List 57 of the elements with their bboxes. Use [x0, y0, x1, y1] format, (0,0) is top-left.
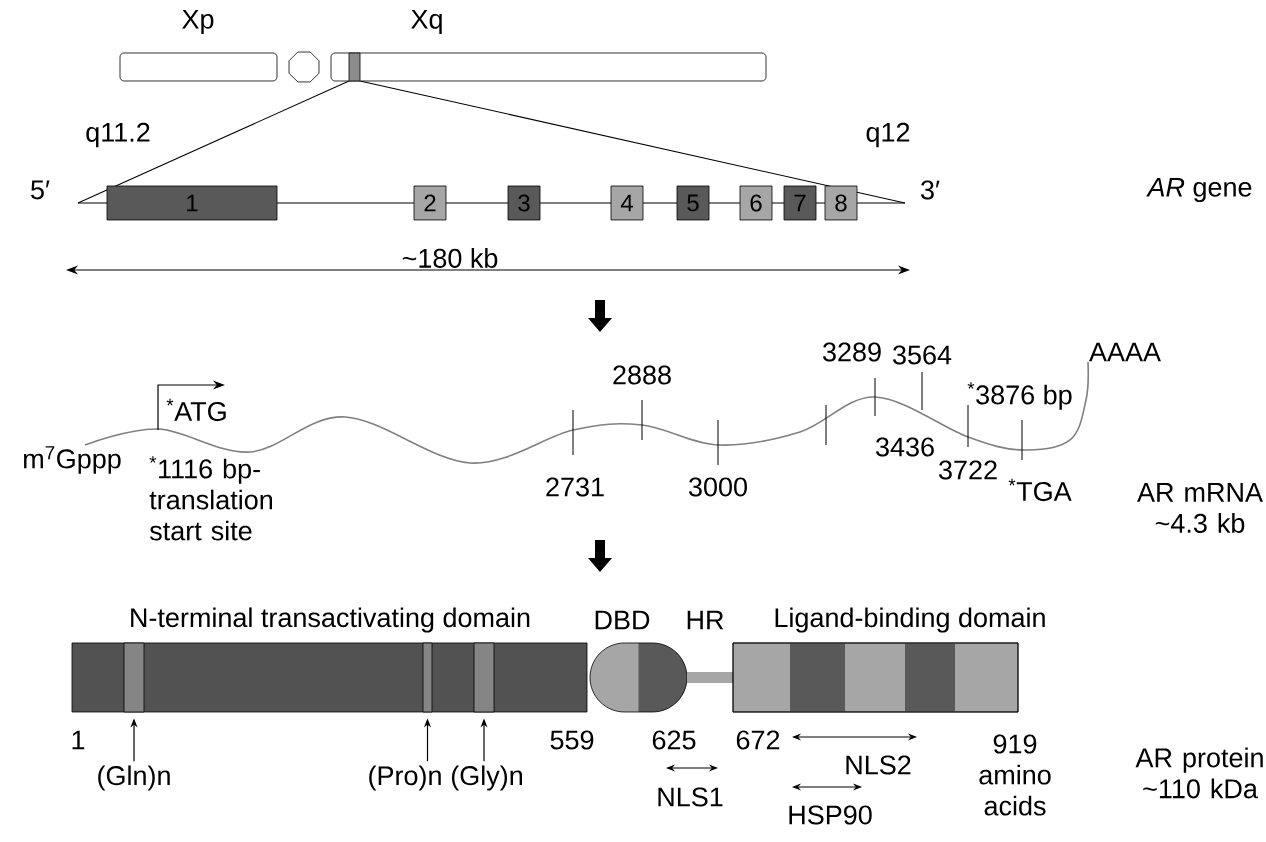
- exon-box: 5: [676, 185, 710, 221]
- residue-number: 559: [550, 730, 594, 750]
- protein-label: AR protein ~110 kDa: [1135, 747, 1263, 799]
- repeat-band: [123, 642, 145, 713]
- band-bar: [348, 52, 361, 82]
- exon-box: 6: [739, 185, 773, 221]
- repeat-label: (Gly)n: [451, 765, 522, 791]
- hinge-bar: HR: [687, 610, 733, 683]
- node-label: DBD: [595, 610, 650, 630]
- repeat-label: (Gln)n: [98, 765, 170, 791]
- node-label: Xp: [182, 9, 214, 35]
- length-label: ~180 kb: [402, 248, 498, 268]
- residue-number: 625: [652, 730, 696, 750]
- exon-box: 2: [413, 185, 447, 221]
- end-label: 3′: [921, 180, 940, 200]
- start-site-label: $^{*}$1116 bp-translation start site: [149, 456, 272, 541]
- repeat-label: (Pro)n: [369, 765, 441, 791]
- exon-box: 3: [507, 185, 541, 221]
- residue-number: 1: [72, 730, 85, 750]
- mrna-label: AR mRNA ~4.3 kb: [1137, 483, 1263, 533]
- residue-number: 919 amino acids: [979, 734, 1051, 816]
- repeat-band: [422, 642, 433, 713]
- position-label: 2888: [613, 365, 671, 385]
- exon-box: 4: [610, 185, 644, 221]
- nls-label: NLS1: [658, 787, 723, 807]
- poly-a-label: AAAA: [1089, 342, 1161, 362]
- domain-box: N-terminal transactivating domain: [71, 607, 588, 713]
- exon-box: 8: [824, 185, 858, 221]
- node-label: Ligand-binding domain: [775, 607, 1045, 633]
- chromosome-arm: Xq: [330, 9, 767, 82]
- node-label: N-terminal transactivating domain: [131, 607, 530, 633]
- stop-codon-label: $^{*}$TGA: [1008, 478, 1072, 502]
- end-label: 5′: [31, 180, 50, 200]
- position-label: $^{*}$3876 bp: [967, 382, 1072, 410]
- binding-label: HSP90: [789, 805, 872, 825]
- band-label: q11.2: [86, 122, 150, 148]
- cap-label: m$^{7}$Gppp: [24, 446, 121, 474]
- start-codon-label: $^{*}$ATG: [166, 398, 226, 422]
- band-label: q12: [866, 122, 910, 148]
- residue-number: 672: [736, 730, 780, 750]
- position-label: 3289: [823, 342, 881, 362]
- position-label: 2731: [546, 477, 604, 497]
- centromere-octagon: [288, 51, 320, 83]
- nls-label: NLS2: [846, 755, 911, 775]
- position-label: 3000: [689, 477, 747, 497]
- position-label: 3436: [876, 437, 934, 457]
- position-label: 3564: [893, 345, 952, 365]
- domain-box: Ligand-binding domain: [732, 607, 1045, 713]
- chromosome-arm: Xp: [119, 9, 278, 82]
- exon-box: 1: [106, 185, 278, 221]
- position-label: 3722: [939, 460, 997, 480]
- node-label: HR: [687, 610, 724, 630]
- dbd-capsule: DBD: [589, 610, 688, 713]
- node-label: Xq: [411, 9, 442, 35]
- exon-box: 7: [783, 185, 817, 221]
- repeat-band: [473, 642, 495, 713]
- gene-label: AR gene: [1146, 177, 1252, 203]
